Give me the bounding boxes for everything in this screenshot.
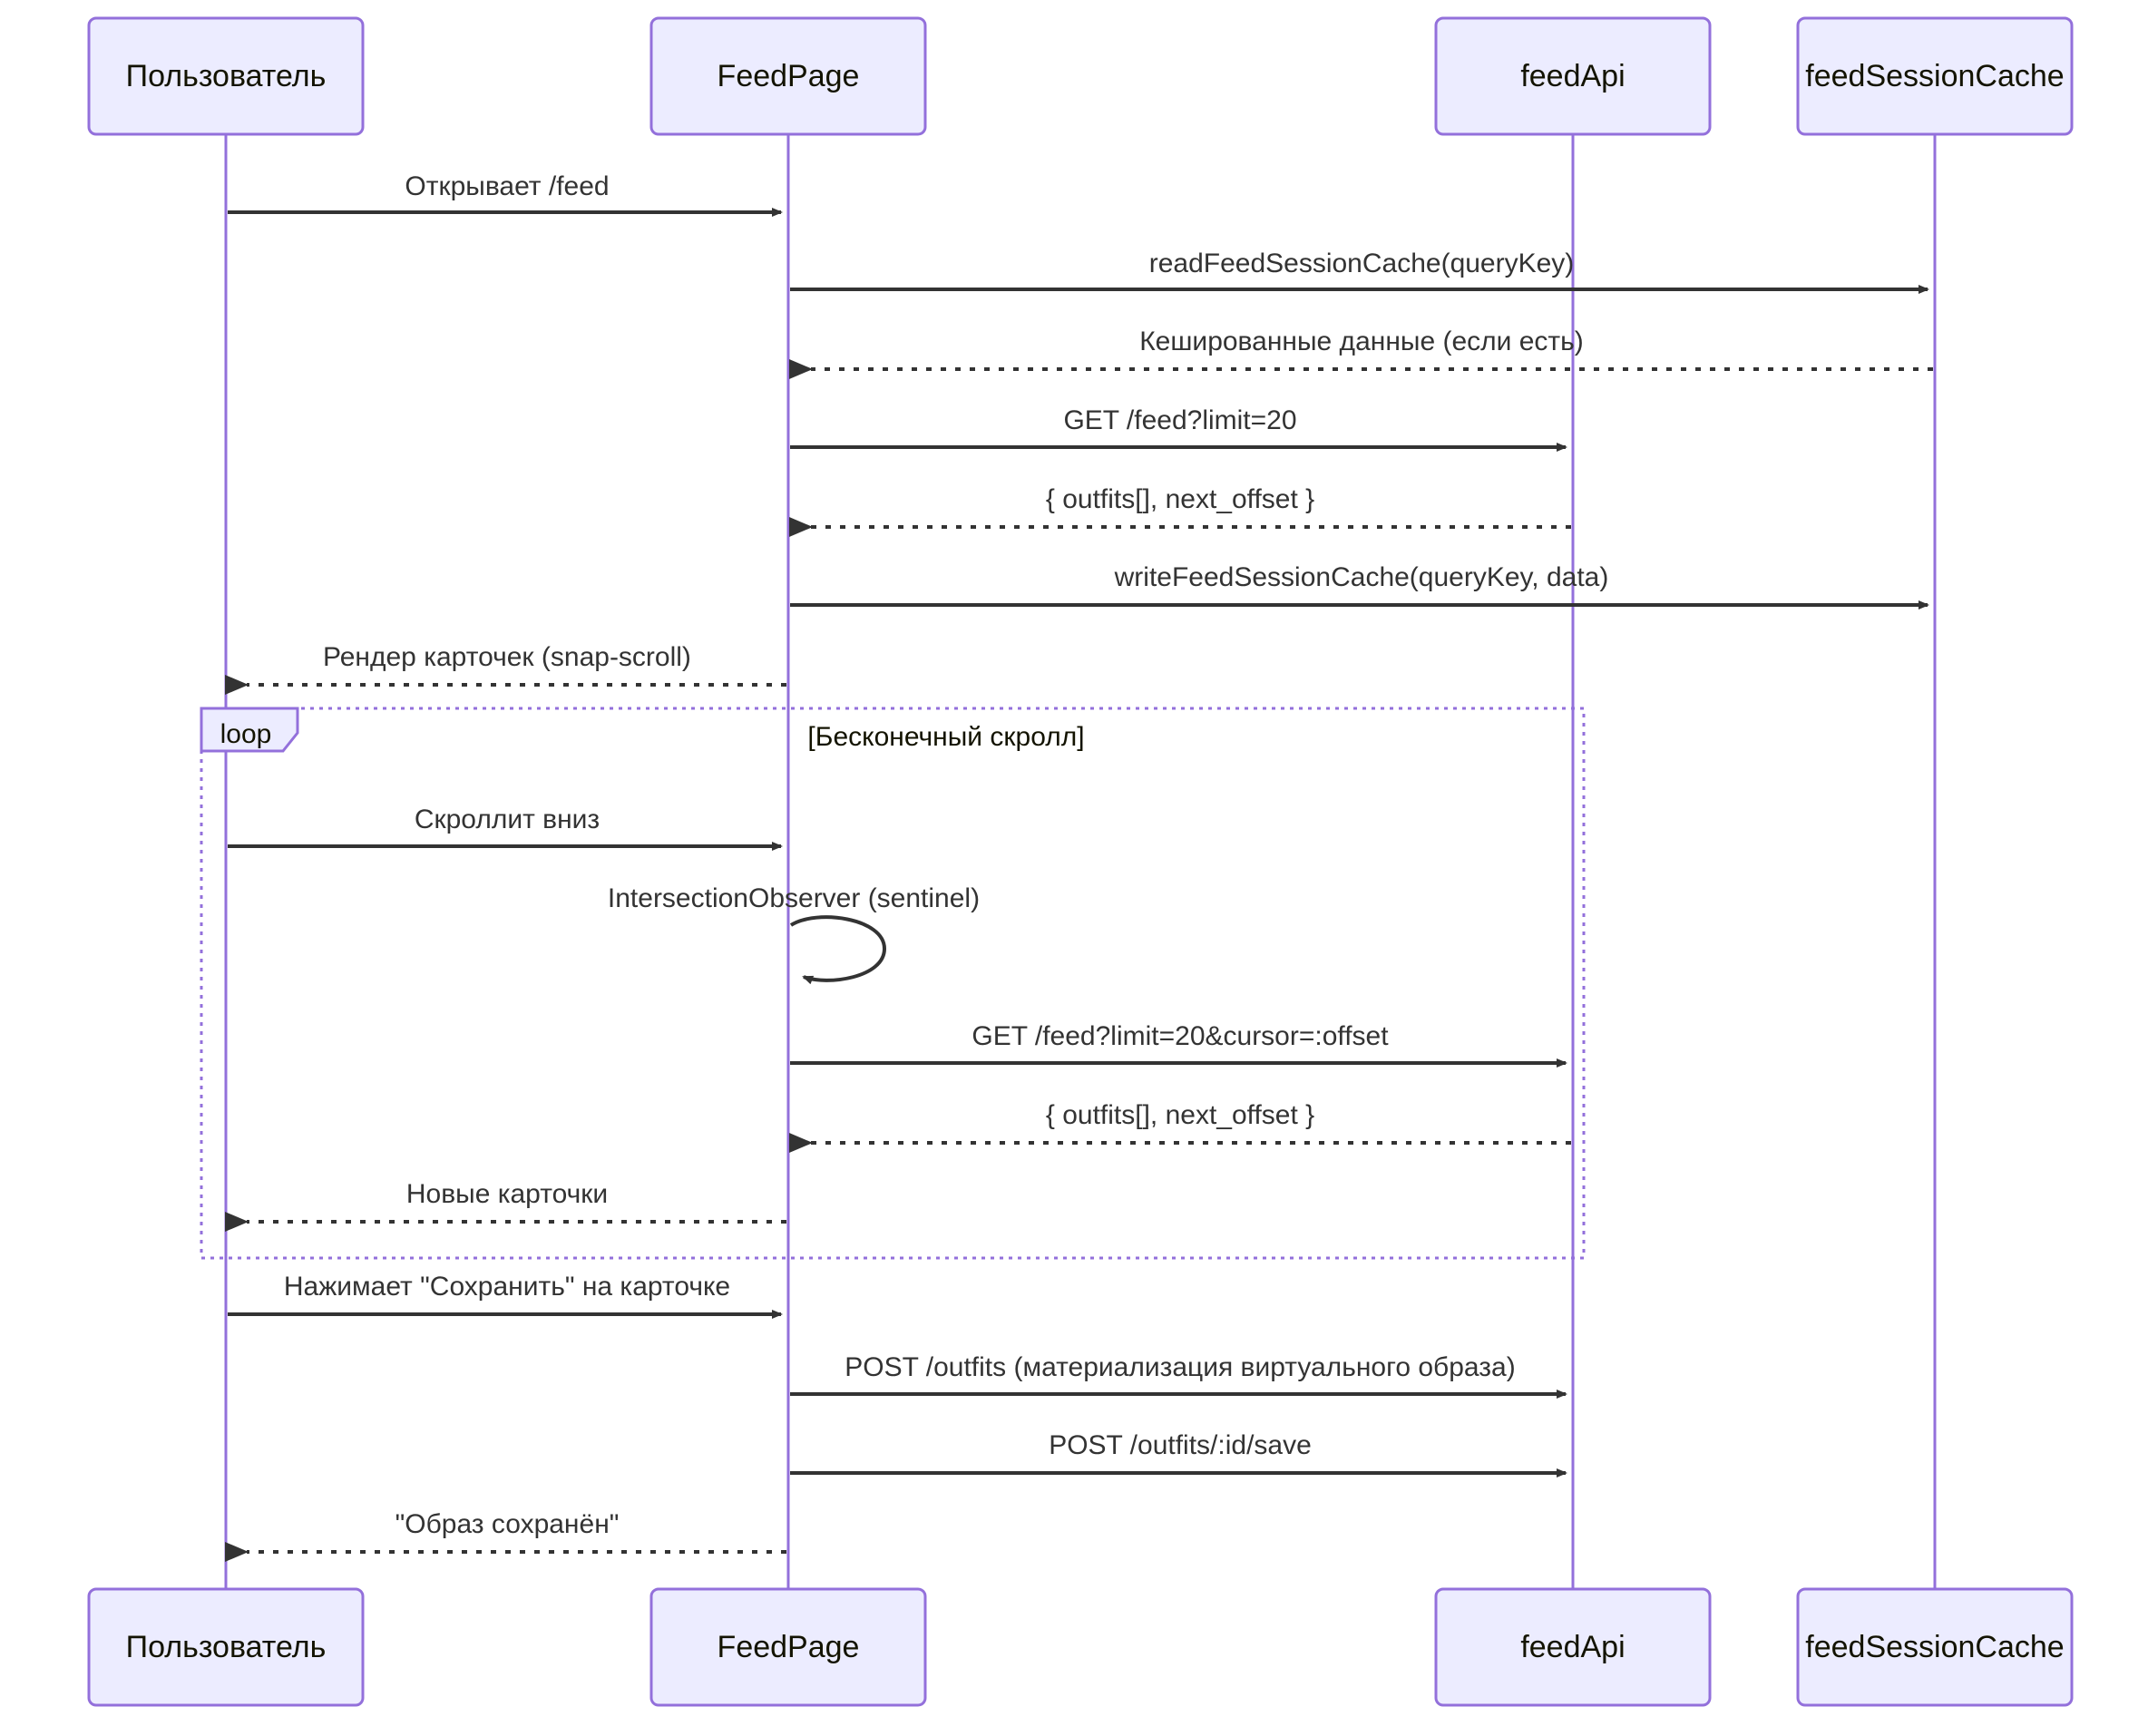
message-m4: GET /feed?limit=20: [790, 405, 1567, 452]
participant-label-bottom-feedsessioncache: feedSessionCache: [1805, 1630, 2064, 1664]
message-label-m2: readFeedSessionCache(queryKey): [1149, 249, 1575, 278]
message-label-m9: IntersectionObserver (sentinel): [608, 883, 980, 913]
participant-box-feedpage[interactable]: [649, 16, 927, 136]
loop-block-infinite-scroll: loop [Бесконечный скролл]: [200, 707, 1586, 1260]
participant-box-user[interactable]: [87, 16, 365, 136]
participant-bottom-user[interactable]: Пользователь: [87, 1587, 365, 1707]
message-label-m13: Нажимает "Сохранить" на карточке: [284, 1272, 730, 1302]
participant-top-feedsessioncache[interactable]: feedSessionCache: [1796, 16, 2074, 136]
participant-box-bottom-feedsessioncache[interactable]: [1796, 1587, 2074, 1707]
participant-bottom-feedpage[interactable]: FeedPage: [649, 1587, 927, 1707]
message-label-m6: writeFeedSessionCache(queryKey, data): [1114, 562, 1609, 592]
participant-top-feedpage[interactable]: FeedPage: [649, 16, 927, 136]
participant-label-bottom-user: Пользователь: [126, 1630, 327, 1664]
message-label-m8: Скроллит вниз: [415, 805, 600, 834]
loop-condition-label: [Бесконечный скролл]: [807, 722, 1084, 752]
loop-tab-label: loop: [220, 719, 272, 749]
participant-label-bottom-feedapi: feedApi: [1520, 1630, 1625, 1664]
participant-top-feedapi[interactable]: feedApi: [1434, 16, 1712, 136]
message-m11: { outfits[], next_offset }: [789, 1100, 1571, 1153]
participant-label-feedpage: FeedPage: [718, 59, 860, 93]
message-label-m5: { outfits[], next_offset }: [1046, 484, 1314, 514]
message-label-m16: "Образ сохранён": [395, 1509, 620, 1539]
message-m9: IntersectionObserver (sentinel): [608, 883, 980, 985]
message-label-m1: Открывает /feed: [405, 171, 609, 201]
loop-boundary: [200, 707, 1586, 1260]
message-label-m14: POST /outfits (материализация виртуально…: [845, 1352, 1515, 1382]
participants-bottom: Пользователь FeedPage feedApi feedSessio…: [87, 1587, 2074, 1707]
message-label-m11: { outfits[], next_offset }: [1046, 1100, 1314, 1130]
message-m12: Новые карточки: [225, 1179, 786, 1232]
participant-bottom-feedapi[interactable]: feedApi: [1434, 1587, 1712, 1707]
participant-box-feedsessioncache[interactable]: [1796, 16, 2074, 136]
participant-label-user: Пользователь: [126, 59, 327, 93]
message-m8: Скроллит вниз: [228, 805, 783, 851]
message-m1: Открывает /feed: [228, 171, 783, 217]
participant-box-bottom-feedpage[interactable]: [649, 1587, 927, 1707]
message-m6: writeFeedSessionCache(queryKey, data): [790, 562, 1929, 610]
participant-label-feedsessioncache: feedSessionCache: [1805, 59, 2064, 93]
participant-top-user[interactable]: Пользователь: [87, 16, 365, 136]
message-m2: readFeedSessionCache(queryKey): [790, 249, 1929, 294]
participant-box-bottom-user[interactable]: [87, 1587, 365, 1707]
participant-box-bottom-feedapi[interactable]: [1434, 1587, 1712, 1707]
message-m14: POST /outfits (материализация виртуально…: [790, 1352, 1567, 1399]
message-m7: Рендер карточек (snap-scroll): [225, 642, 786, 695]
loop-tab-shape: [200, 707, 299, 753]
message-label-m10: GET /feed?limit=20&cursor=:offset: [971, 1021, 1389, 1051]
messages: Открывает /feed readFeedSessionCache(que…: [225, 171, 1933, 1562]
message-m15: POST /outfits/:id/save: [790, 1430, 1567, 1478]
message-m13: Нажимает "Сохранить" на карточке: [228, 1272, 783, 1319]
message-m5: { outfits[], next_offset }: [789, 484, 1571, 537]
participant-bottom-feedsessioncache[interactable]: feedSessionCache: [1796, 1587, 2074, 1707]
message-label-m4: GET /feed?limit=20: [1063, 405, 1296, 435]
message-label-m7: Рендер карточек (snap-scroll): [323, 642, 691, 672]
participant-label-feedapi: feedApi: [1520, 59, 1625, 93]
participant-label-bottom-feedpage: FeedPage: [718, 1630, 860, 1664]
message-m3: Кешированные данные (если есть): [789, 327, 1933, 379]
message-label-m3: Кешированные данные (если есть): [1139, 327, 1584, 356]
lifelines: [224, 134, 1937, 1589]
message-m16: "Образ сохранён": [225, 1509, 786, 1562]
message-selfloop-arrow-m9: [789, 915, 887, 985]
message-label-m15: POST /outfits/:id/save: [1049, 1430, 1312, 1460]
participants-top: Пользователь FeedPage feedApi feedSessio…: [87, 16, 2074, 136]
participant-box-feedapi[interactable]: [1434, 16, 1712, 136]
message-label-m12: Новые карточки: [406, 1179, 608, 1209]
message-m10: GET /feed?limit=20&cursor=:offset: [790, 1021, 1567, 1068]
